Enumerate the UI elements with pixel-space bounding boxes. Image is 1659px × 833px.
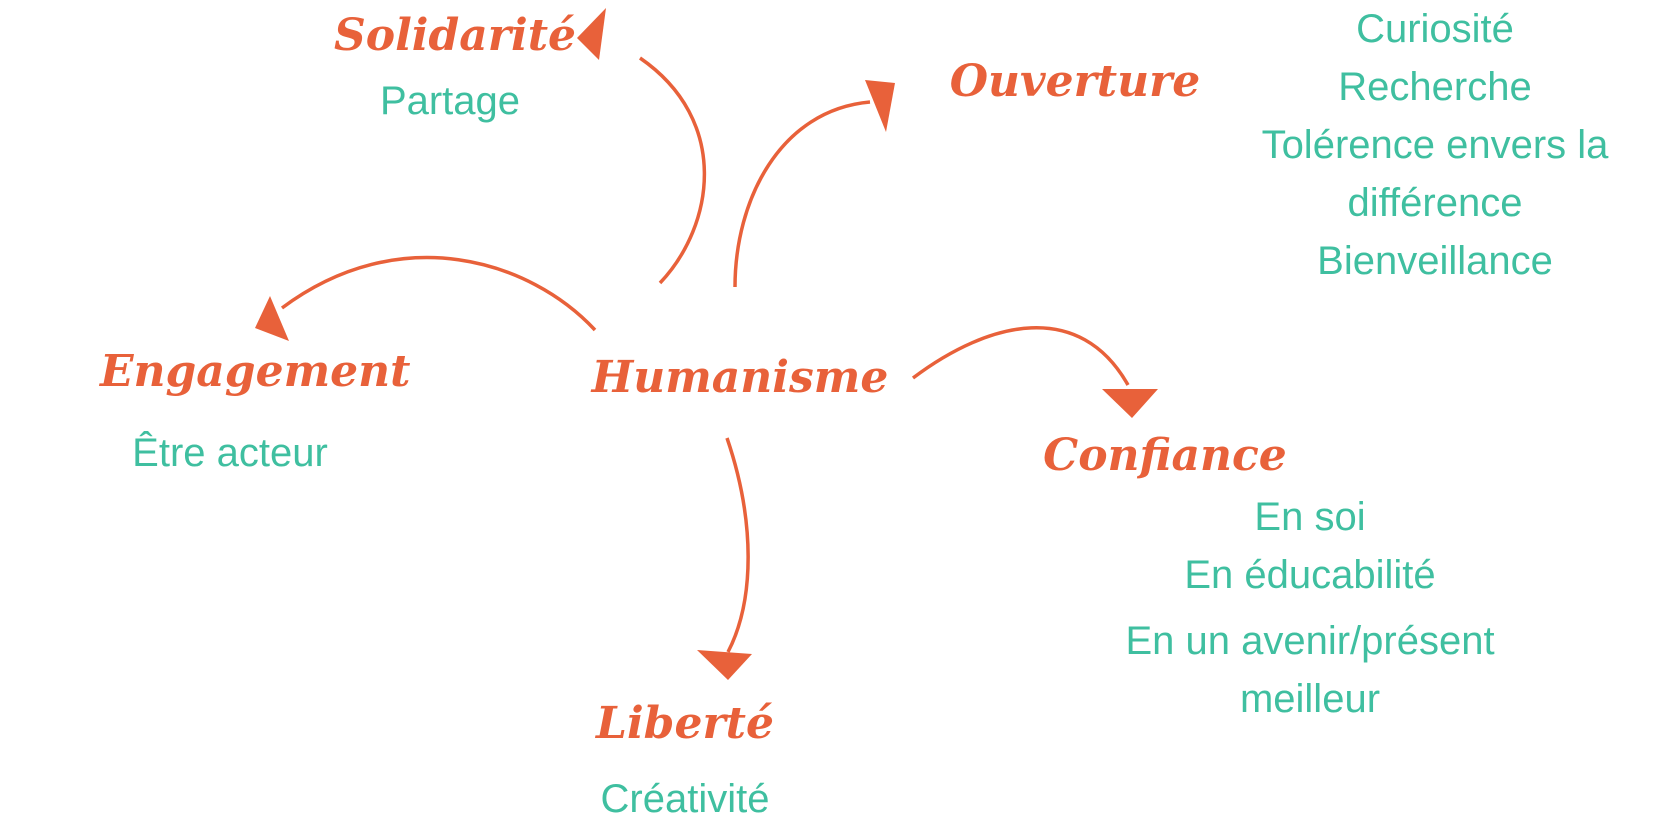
confiance-item: En éducabilité [1184, 553, 1436, 597]
arrow-to-solidarite [639, 56, 707, 285]
arrow-to-liberte [725, 437, 750, 653]
arrow-to-confiance [911, 326, 1130, 386]
arrow-head-engagement [255, 296, 289, 341]
ouverture-title: Ouverture [949, 56, 1201, 107]
arrow-to-engagement [280, 255, 597, 332]
solidarite-title: Solidarité [333, 10, 577, 61]
ouverture-item: Tolérence envers la [1261, 123, 1609, 167]
center-title: Humanisme [591, 352, 889, 403]
liberte-item: Créativité [600, 777, 770, 821]
engagement-item: Être acteur [132, 431, 328, 475]
arrow-head-liberte [697, 650, 752, 680]
ouverture-item: différence [1347, 181, 1523, 225]
ouverture-item: Curiosité [1356, 7, 1514, 51]
ouverture-item: Recherche [1338, 65, 1532, 109]
liberte-title: Liberté [596, 698, 774, 749]
confiance-item: meilleur [1239, 677, 1381, 721]
arrow-head-confiance [1102, 389, 1158, 418]
ouverture-item: Bienveillance [1317, 239, 1553, 283]
confiance-item: En un avenir/présent [1125, 619, 1495, 663]
liberte-items: Créativité [570, 770, 800, 828]
solidarite-items: Partage [345, 72, 555, 130]
ouverture-items: Curiosité Recherche Tolérence envers la … [1235, 0, 1635, 290]
arrow-head-ouverture [865, 80, 895, 132]
confiance-items: En soi En éducabilité En un avenir/prése… [1100, 488, 1520, 728]
engagement-title: Engagement [100, 346, 411, 397]
arrow-head-solidarite [577, 8, 606, 60]
confiance-title: Confiance [1043, 430, 1287, 481]
engagement-items: Être acteur [110, 424, 350, 482]
solidarite-item: Partage [379, 79, 521, 123]
arrow-to-ouverture [733, 100, 871, 288]
confiance-item: En soi [1254, 495, 1366, 539]
